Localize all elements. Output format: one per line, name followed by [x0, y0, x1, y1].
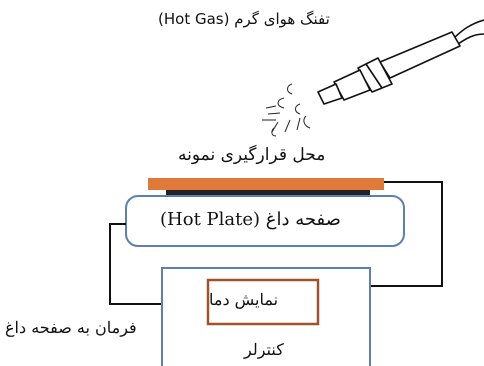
wires — [109, 181, 443, 305]
command-label: فرمان به صفحه داغ — [5, 318, 137, 337]
controller-label: کنترلر — [244, 340, 284, 359]
sample-stage — [148, 178, 384, 190]
temperature-display-box — [206, 278, 320, 326]
temperature-display-label: نمایش دما — [209, 290, 279, 309]
sample-stage-base — [166, 190, 370, 196]
heat-gun-label: تفنگ هوای گرم (Hot Gas) — [158, 10, 330, 28]
hot-plate-label: صفحه داغ (Hot Plate) — [160, 209, 341, 230]
hot-plate — [125, 195, 405, 247]
sample-stage-label: محل قرارگیری نمونه — [178, 145, 326, 165]
heat-gun-icon — [317, 19, 484, 105]
hot-air-icon — [262, 83, 311, 137]
